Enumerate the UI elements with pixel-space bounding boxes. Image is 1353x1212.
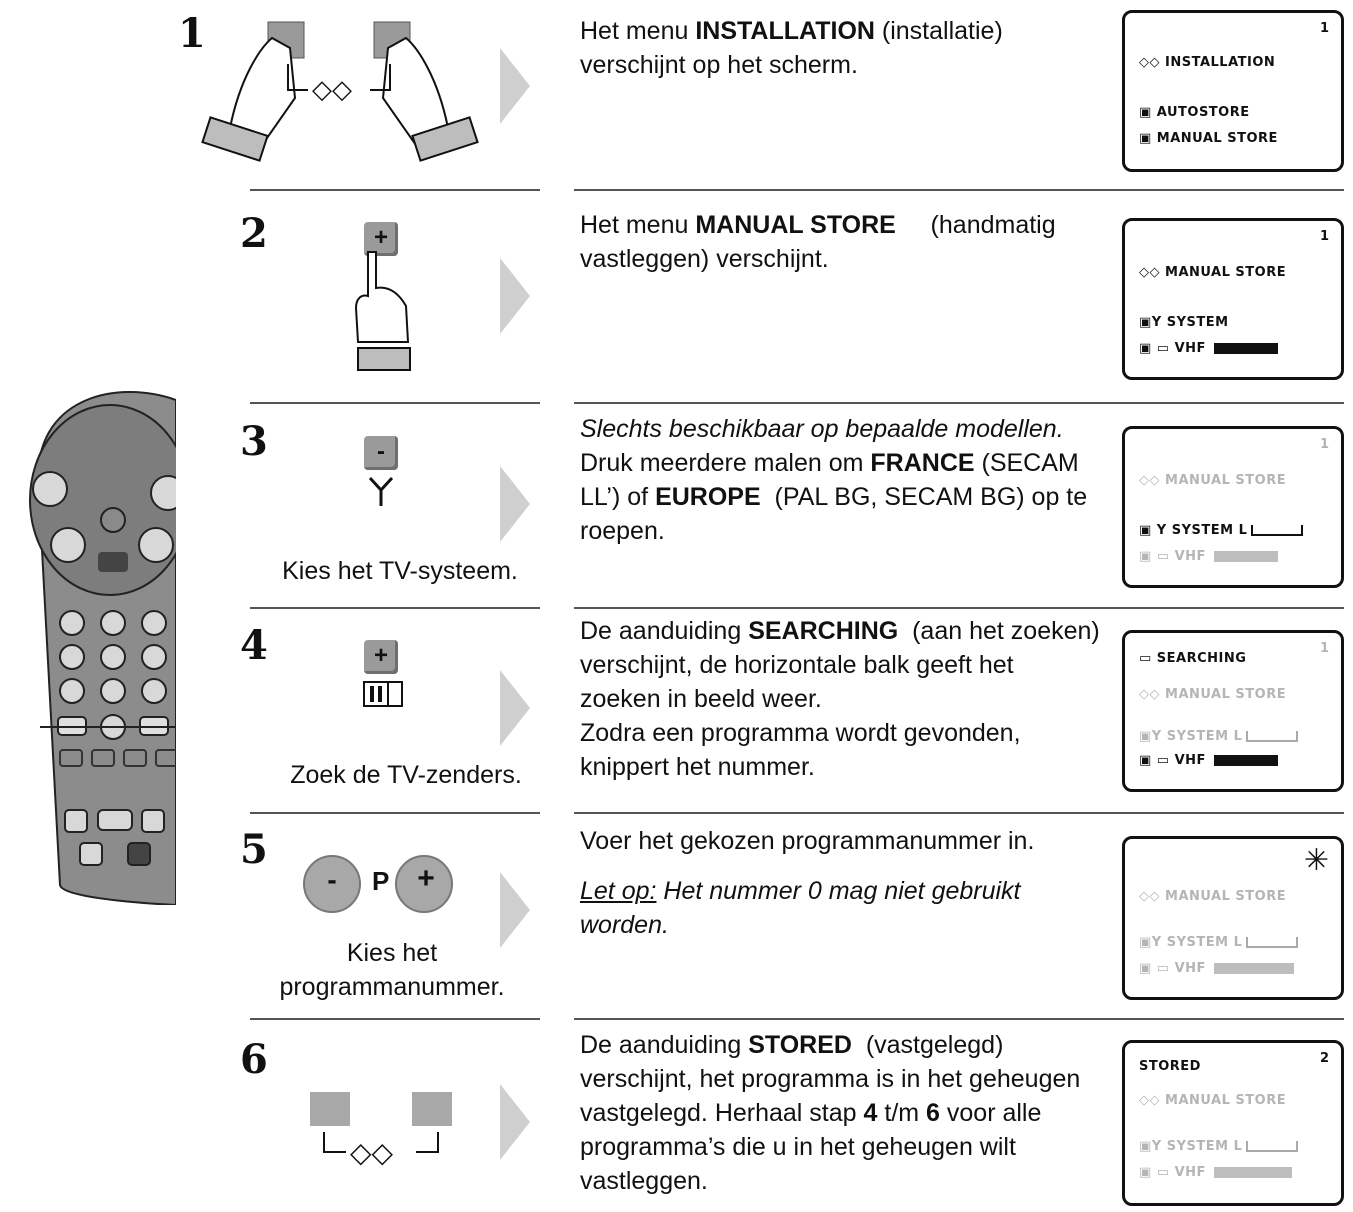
search-bar-icon — [363, 681, 403, 707]
separator-left — [250, 812, 540, 814]
tv-screen-preview: 1 ◇◇ MANUAL STORE ▣ Y SYSTEM L ▣ ▭ VHF — [1122, 426, 1344, 588]
separator-right — [574, 189, 1344, 191]
step-description: De aanduiding SEARCHING (aan het zoeken)… — [580, 617, 1100, 781]
screen-page-number: 1 — [1319, 437, 1329, 452]
screen-line: ▣ MANUAL STORE — [1139, 131, 1278, 146]
arrow-right-icon — [500, 1084, 530, 1160]
separator-right — [574, 402, 1344, 404]
tv-screen-preview: 2 STORED ◇◇ MANUAL STORE ▣Y SYSTEM L ▣ ▭… — [1122, 1040, 1344, 1206]
minus-key-icon: - — [327, 864, 337, 895]
screen-line: ◇◇ MANUAL STORE — [1139, 265, 1287, 280]
progress-bar — [1213, 551, 1278, 562]
screen-line: ◇◇ MANUAL STORE — [1139, 473, 1287, 488]
arrow-right-icon — [500, 48, 530, 124]
screen-line: ▭ SEARCHING — [1139, 651, 1247, 666]
arrow-right-icon — [500, 872, 530, 948]
step-number: 3 — [240, 418, 268, 465]
step-description: Voer het gekozen programmanummer in.Let … — [580, 827, 1035, 939]
screen-page-number: 1 — [1319, 21, 1329, 36]
separator-left — [250, 402, 540, 404]
finger-press-icon — [354, 251, 411, 371]
step-number: 4 — [240, 622, 268, 669]
screen-line: ▣Y SYSTEM — [1139, 315, 1229, 330]
screen-line: ▣ ▭ VHF — [1139, 961, 1294, 976]
screen-line: ▣ ▭ VHF — [1139, 341, 1278, 356]
svg-text:◇◇: ◇◇ — [350, 1136, 394, 1169]
step-number: 5 — [240, 826, 268, 873]
step-caption: Zoek de TV-zenders. — [290, 761, 522, 789]
step-caption: Kies het programmanummer. — [279, 939, 505, 1001]
step-number: 2 — [240, 210, 268, 257]
p-key-label: P — [372, 866, 390, 896]
separator-left — [250, 607, 540, 609]
step-number: 1 — [178, 10, 206, 57]
screen-page-number: 1 — [1319, 641, 1329, 656]
screen-line: STORED — [1139, 1059, 1201, 1074]
antenna-icon — [368, 476, 394, 506]
separator-right — [574, 1018, 1344, 1020]
step-number: 6 — [240, 1036, 268, 1083]
tv-screen-preview: ✳ ◇◇ MANUAL STORE ▣Y SYSTEM L ▣ ▭ VHF — [1122, 836, 1344, 1000]
two-keys-store-icon: ◇◇ — [310, 1092, 452, 1169]
screen-line: ▣Y SYSTEM L — [1139, 729, 1299, 744]
step-caption: Kies het TV-systeem. — [282, 557, 518, 585]
step-description: Het menu INSTALLATION (installatie) vers… — [580, 17, 1003, 79]
progress-bar — [1213, 963, 1294, 974]
screen-line: ▣ ▭ VHF — [1139, 753, 1278, 768]
tv-screen-preview: 1 ▭ SEARCHING ◇◇ MANUAL STORE ▣Y SYSTEM … — [1122, 630, 1344, 792]
arrow-right-icon — [500, 258, 530, 334]
plus-key-icon: + — [364, 640, 398, 674]
plus-key-icon: + — [364, 222, 398, 256]
program-minus-plus-keys-icon — [303, 855, 453, 913]
separator-left — [250, 1018, 540, 1020]
remote-control-illustration — [29, 391, 176, 905]
tv-screen-preview: 1 ◇◇ MANUAL STORE ▣Y SYSTEM ▣ ▭ VHF — [1122, 218, 1344, 380]
separator-right — [574, 812, 1344, 814]
screen-page-number: 2 — [1319, 1051, 1329, 1066]
screen-line: ▣ Y SYSTEM L — [1139, 523, 1304, 538]
step-description: De aanduiding STORED (vastgelegd) versch… — [580, 1031, 1081, 1195]
progress-bar — [1213, 343, 1278, 354]
screen-line: ◇◇ MANUAL STORE — [1139, 1093, 1287, 1108]
blinking-indicator-icon: ✳ — [1303, 843, 1329, 878]
two-hands-press-keys-icon: ◇◇ — [201, 21, 479, 162]
arrow-right-icon — [500, 466, 530, 542]
minus-key-icon: - — [364, 436, 398, 470]
screen-line: ◇◇ MANUAL STORE — [1139, 889, 1287, 904]
separator-left — [250, 189, 540, 191]
screen-line: ▣Y SYSTEM L — [1139, 1139, 1299, 1154]
screen-line: ▣ AUTOSTORE — [1139, 105, 1250, 120]
step-description: Slechts beschikbaar op bepaalde modellen… — [580, 415, 1088, 545]
screen-line: ▣ ▭ VHF — [1139, 549, 1278, 564]
arrow-right-icon — [500, 670, 530, 746]
progress-bar — [1213, 755, 1278, 766]
step-description: Het menu MANUAL STORE (handmatig vastleg… — [580, 211, 1056, 273]
progress-bar — [1213, 1167, 1292, 1178]
screen-page-number: 1 — [1319, 229, 1329, 244]
screen-line: ▣ ▭ VHF — [1139, 1165, 1292, 1180]
screen-line: ▣Y SYSTEM L — [1139, 935, 1299, 950]
screen-line: ◇◇ INSTALLATION — [1139, 55, 1276, 70]
plus-key-icon: + — [417, 862, 435, 895]
tv-screen-preview: 1 ◇◇ INSTALLATION ▣ AUTOSTORE ▣ MANUAL S… — [1122, 10, 1344, 172]
screen-line: ◇◇ MANUAL STORE — [1139, 687, 1287, 702]
svg-text:◇◇: ◇◇ — [312, 75, 352, 105]
separator-right — [574, 607, 1344, 609]
